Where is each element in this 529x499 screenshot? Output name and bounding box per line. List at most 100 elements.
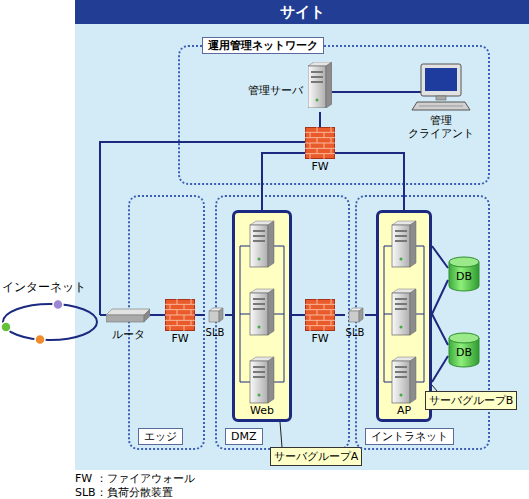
node-label: 運用管理ネットワーク [202, 37, 324, 54]
drive-slot [253, 298, 265, 300]
network-link [319, 112, 321, 127]
slb-icon [206, 306, 224, 324]
mortar [317, 299, 318, 304]
server-stack [235, 217, 289, 409]
server-icon [308, 62, 332, 108]
drive-slot [395, 303, 407, 305]
legend-note: FW ：ファイアウォール [75, 472, 195, 485]
site-dot [35, 335, 45, 345]
node-label: DMZ [225, 428, 263, 445]
internet-ring [0, 296, 100, 348]
drive-slot [311, 71, 323, 73]
network-link [432, 314, 448, 382]
group-graphic [379, 217, 429, 409]
cube-side [359, 308, 363, 322]
leader-line [432, 385, 437, 391]
firewall-node: FW [305, 127, 335, 175]
router-icon [106, 306, 150, 324]
load-balancer: SLB [205, 306, 225, 340]
power-led [400, 258, 403, 261]
network-link [225, 314, 232, 316]
mortar [170, 304, 171, 309]
drive-slot [253, 371, 265, 373]
drive-slot [253, 230, 265, 232]
server-front [250, 293, 268, 335]
legend-note: SLB：負荷分散装置 [75, 486, 173, 499]
drive-slot [253, 303, 265, 305]
node-label: AP [379, 404, 429, 417]
node-label: サイト [75, 0, 529, 24]
keyboard [412, 102, 470, 110]
server-icon [392, 357, 416, 403]
site-region: サイト運用管理ネットワーク管理サーバ管理 クライアントFWエッジFWルータDMZ… [75, 0, 529, 470]
database-node: DB [448, 332, 480, 368]
server-side [410, 221, 416, 267]
mortar [331, 127, 332, 132]
drive-slot [253, 235, 265, 237]
server-icon [392, 221, 416, 267]
mortar [324, 304, 325, 309]
key-row [419, 106, 463, 107]
mortar [317, 310, 318, 315]
server-icon [250, 221, 274, 267]
leader-line [280, 422, 282, 447]
node-label: 管理サーバ [248, 84, 303, 97]
firewall-icon [165, 299, 195, 331]
drive-slot [395, 235, 407, 237]
mortar [331, 138, 332, 143]
server-icon [392, 289, 416, 335]
wire-stub [405, 91, 421, 93]
cloud-graphic [0, 296, 100, 348]
network-link [262, 153, 305, 210]
mortar [324, 326, 325, 331]
cube-front [349, 311, 359, 322]
mortar [310, 304, 311, 309]
mortar [191, 320, 192, 325]
drive-slot [395, 308, 407, 310]
drive-slot [395, 240, 407, 242]
drive-slot [253, 376, 265, 378]
load-balancer: SLB [345, 306, 365, 340]
site-dot [53, 300, 63, 310]
mortar [177, 310, 178, 315]
drive-slot [253, 240, 265, 242]
node-label: FW [305, 332, 335, 345]
mortar [310, 154, 311, 159]
network-link [100, 142, 305, 315]
network-zone: 運用管理ネットワーク管理サーバ管理 クライアントFW [178, 45, 490, 185]
drive-slot [311, 81, 323, 83]
mortar [191, 299, 192, 304]
server-front [392, 225, 410, 267]
mortar [317, 148, 318, 153]
node-label: SLB [340, 326, 370, 339]
cylinder-top [449, 257, 479, 267]
server-icon [250, 357, 274, 403]
slb-graphic [206, 306, 224, 324]
power-led [400, 326, 403, 329]
fw-graphic [305, 299, 335, 331]
drive-slot [395, 230, 407, 232]
node-label: SLB [200, 326, 230, 339]
pc-graphic [405, 62, 477, 112]
mortar [331, 310, 332, 315]
brick-wall [306, 128, 335, 159]
brick-wall [166, 300, 195, 331]
cube-front [209, 311, 219, 322]
mortar [331, 320, 332, 325]
node-label: イントラネット [365, 428, 454, 445]
mortar [331, 299, 332, 304]
power-led [258, 258, 261, 261]
callout-box: サーバグループA [270, 447, 362, 466]
drive-slot [395, 366, 407, 368]
firewall-icon [305, 127, 335, 159]
server-graphic [308, 62, 332, 108]
node-label: 管理 クライアント [405, 114, 477, 140]
node-label: サーバグループA [271, 448, 361, 465]
drive-slot [395, 298, 407, 300]
internet-cloud: インターネット [0, 280, 100, 348]
node-label: ルータ [106, 328, 150, 341]
drive-slot [395, 371, 407, 373]
server-side [268, 221, 274, 267]
